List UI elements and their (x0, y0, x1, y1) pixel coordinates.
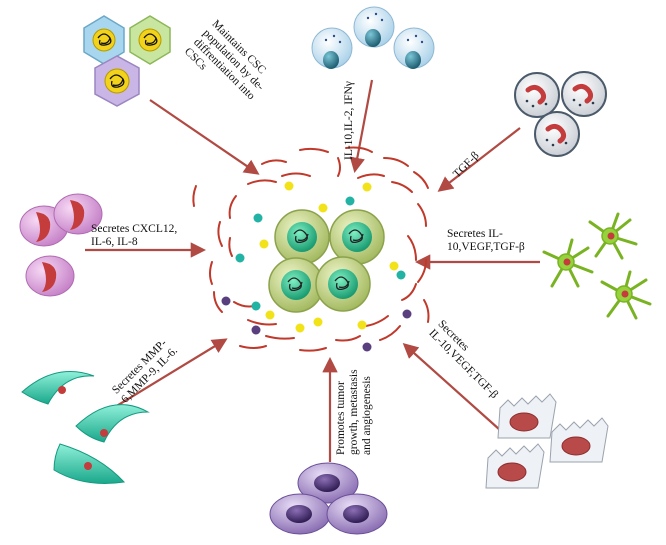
arrow-csc (149, 99, 260, 175)
regulatory-cells (514, 71, 607, 157)
tumor-cell (315, 256, 371, 312)
promotes-line1: Promotes tumor (335, 381, 347, 455)
il10-top-text: IL-10,IL-2, IFNγ (343, 81, 355, 160)
pink-cell (53, 193, 103, 235)
fibroblasts (485, 393, 609, 489)
fibroblast-cell (497, 393, 557, 439)
tumor-cell-cluster (268, 209, 385, 313)
il10-top-label: IL-10,IL-2, IFNγ (343, 81, 356, 160)
mesenchymal-cells (19, 193, 103, 297)
secretes-right-label: Secretes IL- 10,VEGF,TGF-β (447, 228, 525, 254)
fibroblast-cell (485, 443, 545, 489)
arrow-tcell (349, 79, 374, 174)
secretes-right-line2: 10,VEGF,TGF-β (447, 241, 525, 253)
suppressor-cells (542, 212, 652, 320)
white-cell (561, 71, 607, 117)
cxcl-label: Secretes CXCL12, IL-6, IL-8 (91, 223, 177, 249)
csc-hexagon-blue (83, 15, 125, 65)
cxcl-line1: Secretes CXCL12, (91, 223, 178, 235)
purple-cell (297, 462, 359, 504)
csc-hexagon-green (129, 15, 171, 65)
tumor-cell (268, 257, 324, 313)
arrow-macrophage (109, 338, 228, 411)
purple-cell (269, 493, 331, 535)
promotes-label: Promotes tumor growth, metastasis and an… (335, 369, 374, 455)
promotes-line3: and angiogenesis (361, 376, 373, 455)
promotes-line2: growth, metastasis (348, 369, 360, 455)
cancer-stem-cells (83, 15, 171, 107)
arrow-fibroblast (402, 342, 501, 431)
arrows (85, 79, 540, 462)
tumor-cell (274, 209, 330, 265)
white-cell (534, 111, 580, 157)
teal-crescent-cell (53, 443, 126, 484)
ecm-fibers (192, 146, 430, 352)
t-cells (311, 6, 435, 69)
cxcl-line2: IL-6, IL-8 (91, 236, 138, 248)
arrow-treg (437, 127, 521, 192)
csc-hexagon-purple (94, 55, 140, 107)
b-cells (269, 462, 388, 535)
teal-crescent-cell (75, 404, 150, 443)
fibroblast-cell (549, 417, 609, 463)
purple-cell (326, 493, 388, 535)
white-cell (514, 72, 560, 118)
tumor-cell (329, 209, 385, 265)
green-star-cell (600, 270, 652, 320)
t-cell (393, 27, 435, 69)
teal-crescent-cell (21, 371, 95, 405)
t-cell (353, 6, 395, 48)
secretes-right-line1: Secretes IL- (447, 228, 503, 240)
green-star-cell (542, 238, 594, 288)
t-cell (311, 27, 353, 69)
macrophages (21, 371, 150, 484)
pink-cell (25, 255, 75, 297)
green-star-cell (588, 212, 638, 260)
